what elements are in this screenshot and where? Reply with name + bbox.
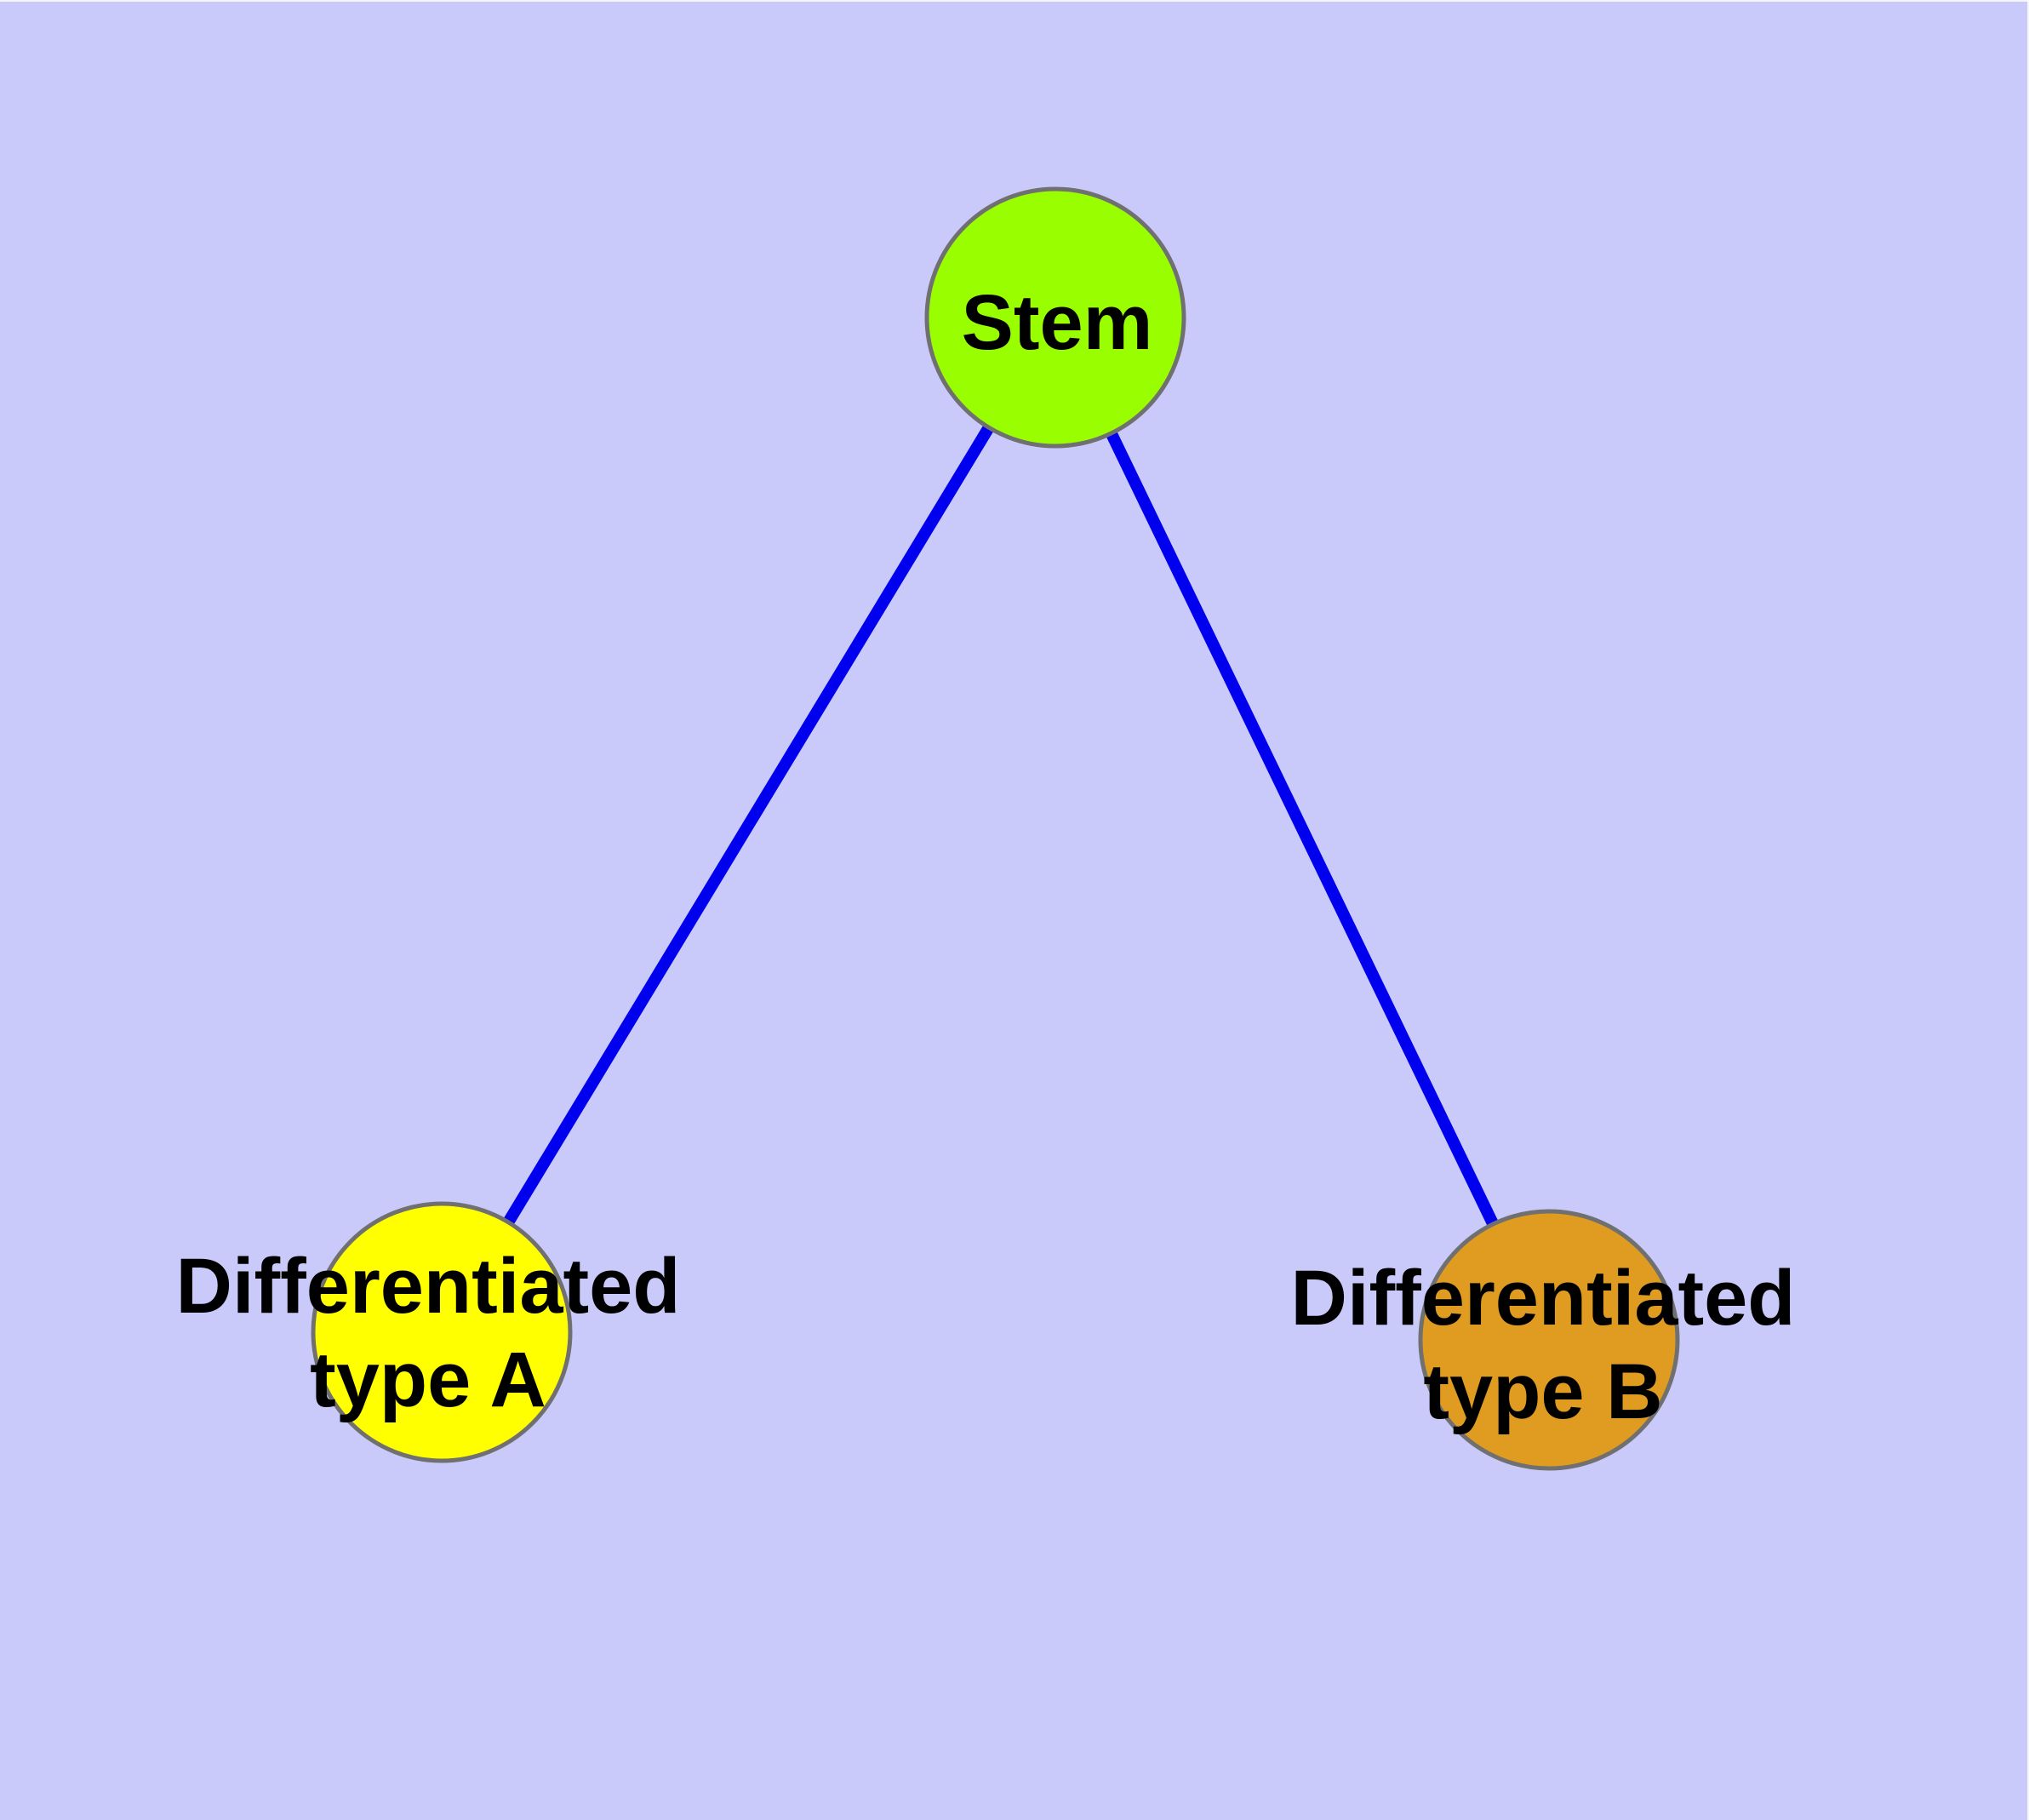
edge-stem-to-type-a <box>437 314 1060 1336</box>
node-differentiated-type-a <box>311 1201 573 1463</box>
node-stem <box>924 186 1186 449</box>
screenshot-right-hairline <box>2027 0 2029 1820</box>
node-type-a-label-line1: Differentiated <box>176 1243 681 1330</box>
node-type-a-label-line2: type A <box>310 1336 546 1423</box>
screenshot-top-hairline <box>0 0 2029 2</box>
node-type-b-label-line2: type B <box>1423 1348 1662 1435</box>
node-type-b-label-line1: Differentiated <box>1291 1255 1796 1342</box>
node-stem-label: Stem <box>962 279 1153 366</box>
node-differentiated-type-b <box>1418 1209 1680 1471</box>
edge-stem-to-type-b <box>1049 314 1555 1343</box>
